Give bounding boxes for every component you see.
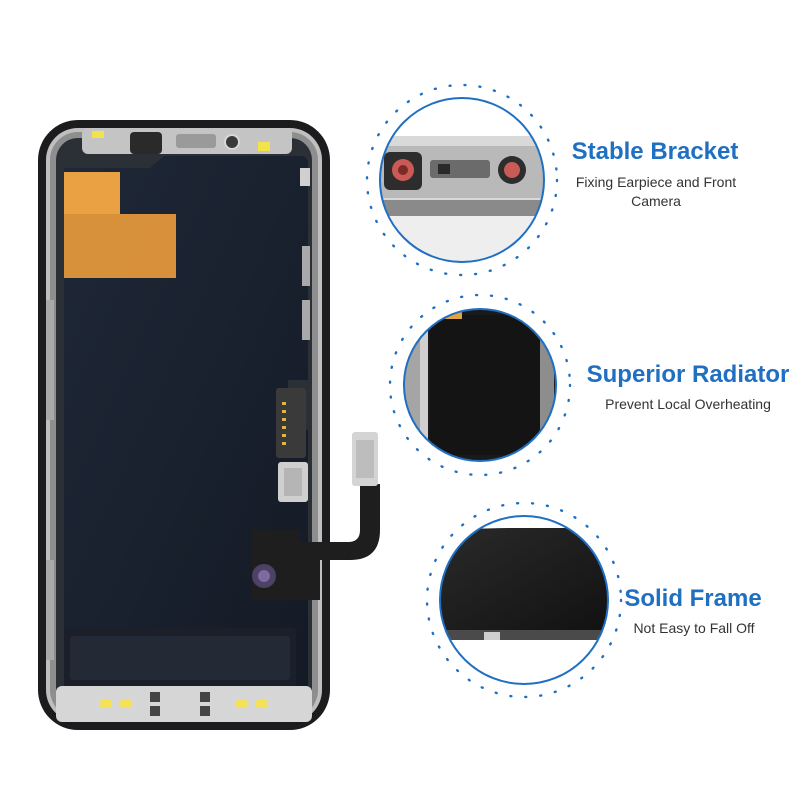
earpiece-slot — [130, 132, 162, 154]
radiator-sheet-closeup — [388, 293, 572, 477]
flex-cable — [252, 484, 380, 600]
feature-title-superior-radiator: Superior Radiator — [586, 361, 790, 388]
front-camera-ring — [224, 134, 240, 150]
feature-title-solid-frame: Solid Frame — [624, 585, 762, 612]
frame-edge-closeup — [425, 501, 623, 699]
feature-title-stable-bracket: Stable Bracket — [571, 138, 739, 165]
earpiece-bracket-closeup — [365, 83, 559, 277]
lcd-assembly — [38, 120, 380, 730]
feature-subtitle-solid-frame: Not Easy to Fall Off — [633, 620, 755, 636]
screen-panel — [64, 156, 308, 700]
feature-subtitle-stable-bracket: Fixing Earpiece and Front Camera — [575, 174, 737, 209]
feature-subtitle-superior-radiator: Prevent Local Overheating — [605, 396, 771, 412]
